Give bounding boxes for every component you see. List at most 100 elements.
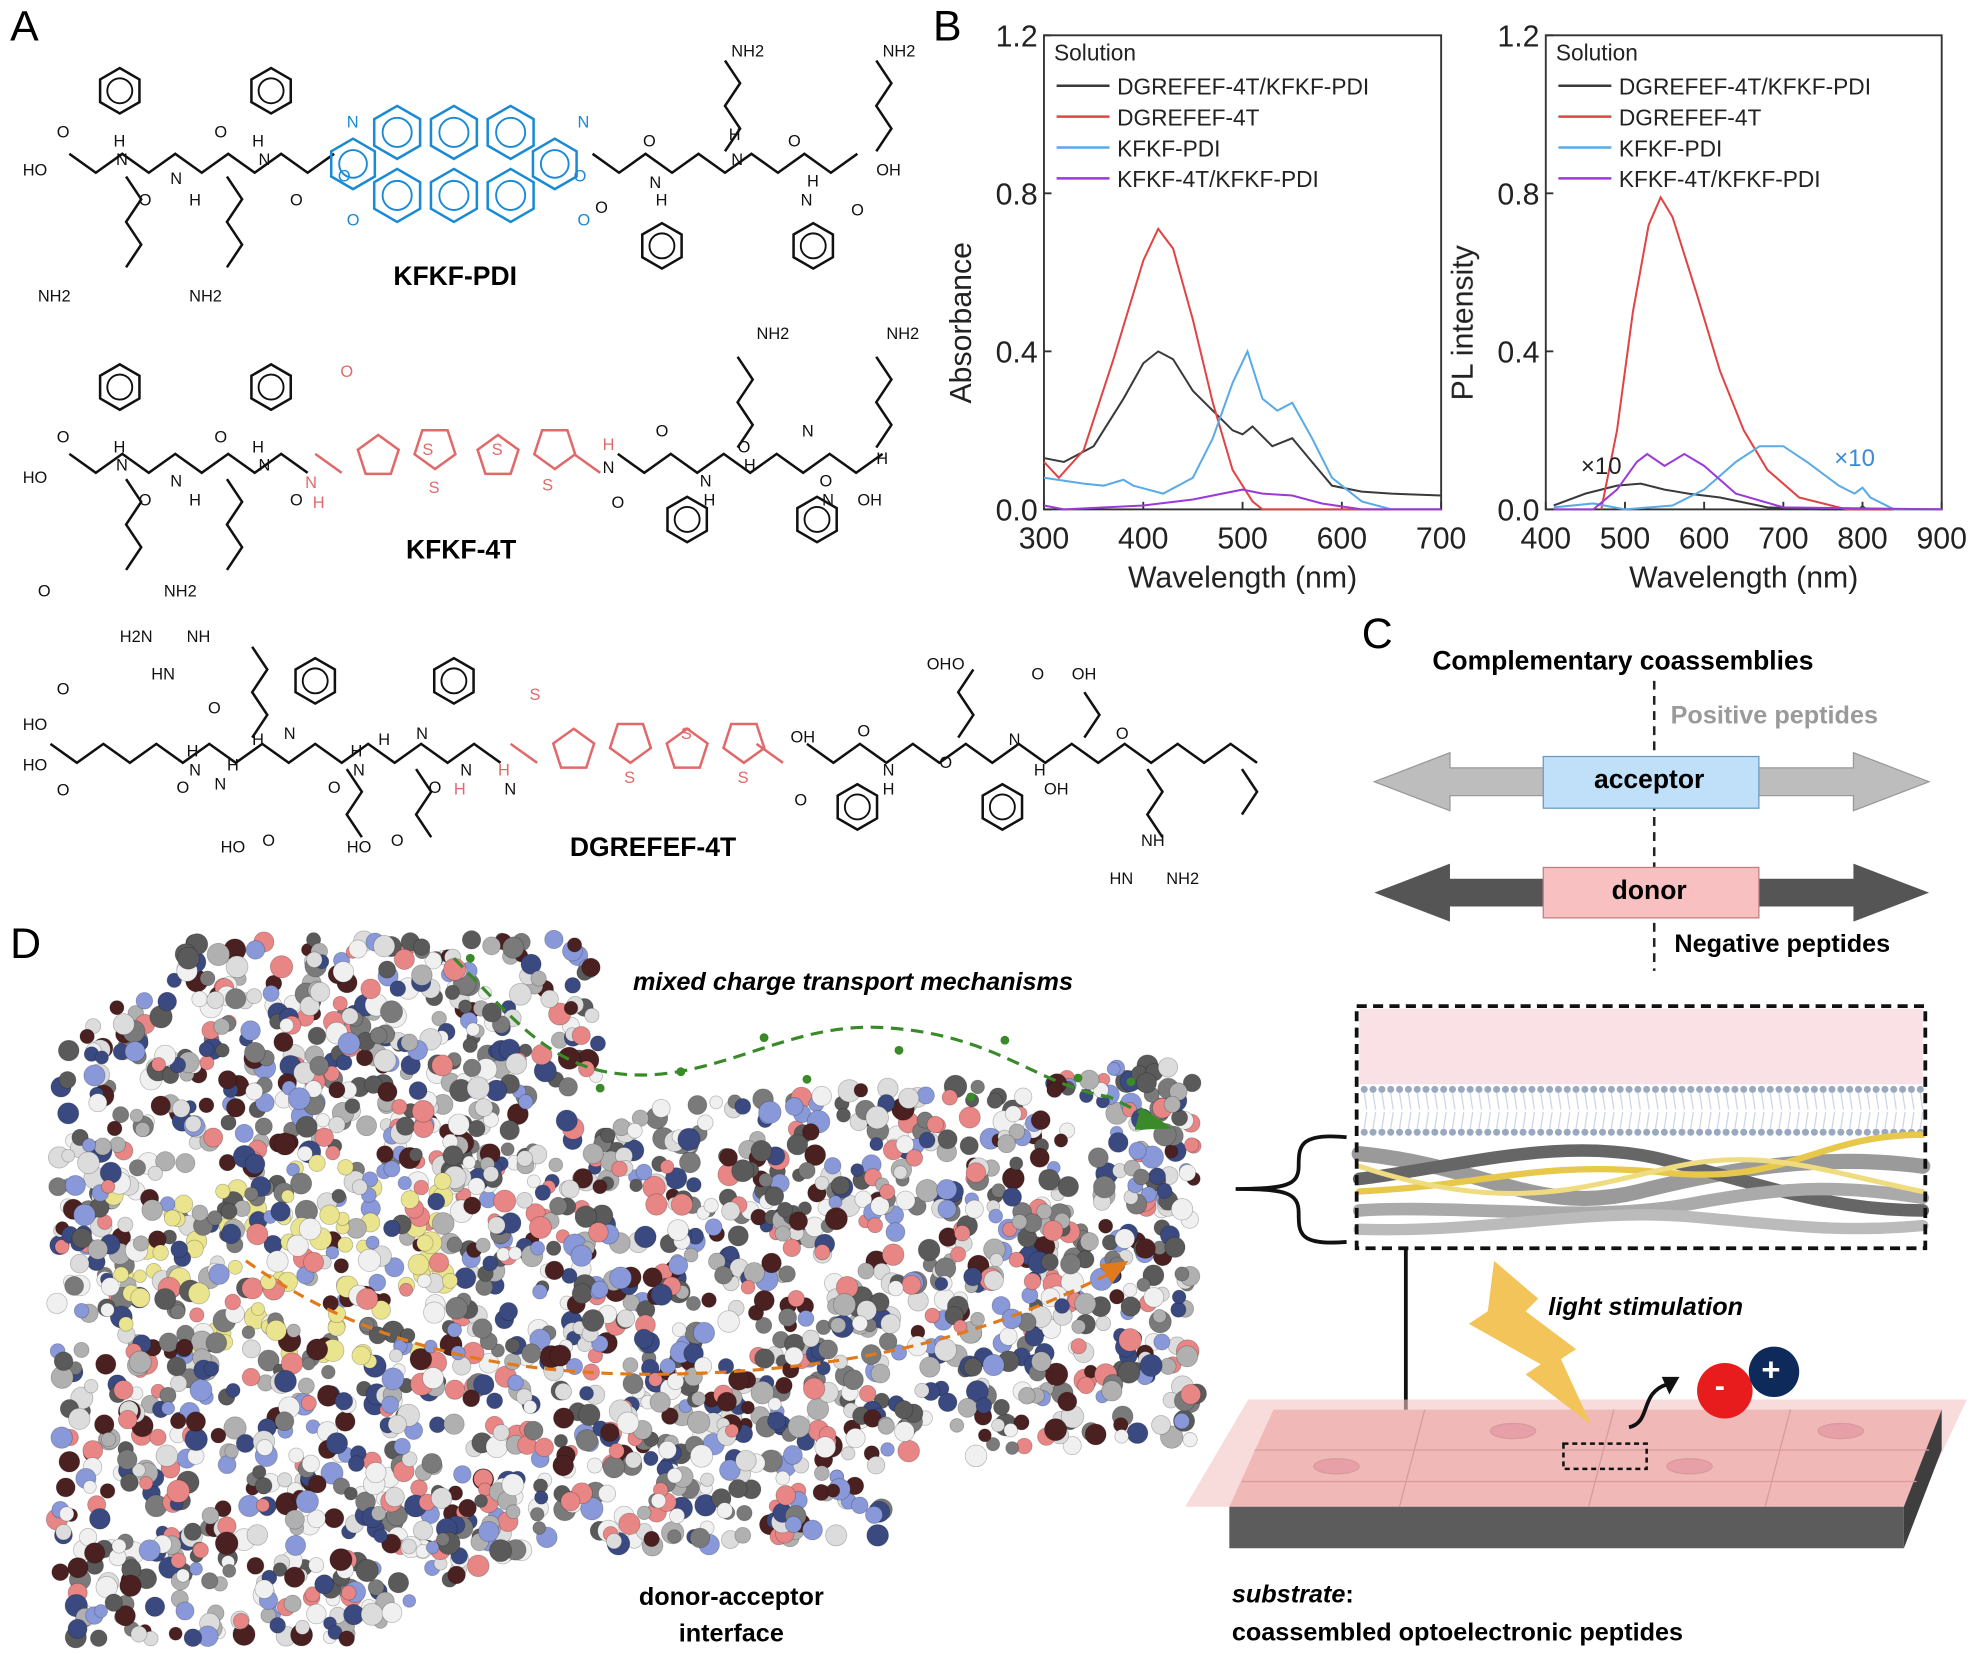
amide-linker (572, 452, 601, 474)
x-tick-label: 600 (1317, 522, 1367, 555)
brace-icon (1235, 1134, 1347, 1245)
atom-label: H (350, 741, 363, 761)
benzene-ring (981, 782, 1024, 832)
side-chain (124, 478, 143, 571)
molecule-name-kfkf-4t: KFKF-4T (405, 535, 517, 565)
side-chain (414, 768, 433, 838)
benzene-ring (432, 656, 475, 706)
atom-label: O (56, 427, 70, 447)
atom-label: O (37, 581, 51, 601)
thiophene-ring (476, 433, 520, 476)
highlight-box (1562, 1442, 1648, 1471)
pink-layer (1359, 1008, 1923, 1085)
benzene-ring (836, 782, 879, 832)
x-tick-label: 600 (1679, 522, 1729, 555)
atom-label: O (788, 131, 801, 151)
y-tick-label: 0.8 (1497, 179, 1539, 212)
plus-sign: + (1761, 1350, 1781, 1389)
minus-sign: - (1714, 1369, 1725, 1404)
donor-label: donor (1611, 876, 1687, 906)
atom-label: N (258, 455, 271, 475)
benzene-ring (250, 66, 293, 115)
substrate-label: substrate (1231, 1581, 1346, 1609)
atom-label: HN (1109, 868, 1134, 888)
acceptor-label: acceptor (1593, 765, 1705, 795)
interface-label-2: interface (678, 1620, 784, 1648)
atom-label: S (491, 440, 503, 459)
positive-peptides-label: Positive peptides (1670, 702, 1879, 731)
legend-label: KFKF-4T/KFKF-PDI (1619, 166, 1821, 192)
atom-label: N (170, 168, 183, 188)
x-tick-label: 700 (1758, 522, 1808, 555)
atom-label: O (1031, 664, 1045, 684)
panel-label-b: B (933, 2, 962, 51)
atom-label: O (340, 361, 354, 381)
series-line-kfkf-4t-kfkf-pdi (1553, 452, 1942, 511)
y-tick-label: 1.2 (996, 21, 1038, 54)
y-tick-label: 1.2 (1497, 21, 1539, 54)
x-tick-label: 400 (1118, 522, 1168, 555)
atom-label: HO (22, 160, 48, 180)
atom-label: HO (22, 714, 48, 734)
atom-label: N (416, 723, 428, 743)
atom-label: HO (346, 837, 372, 857)
series-line-dgrefef-4t (1600, 195, 1942, 511)
series-line-kfkf-pdi (1553, 445, 1942, 511)
atom-label: O (214, 122, 228, 142)
atom-label: H2N (119, 626, 153, 646)
atom-label: N (602, 457, 615, 477)
atom-label: NH2 (1166, 868, 1200, 888)
atom-label: O (794, 790, 808, 810)
atom-label: O (611, 492, 625, 512)
atom-label: S (737, 767, 749, 787)
chemical-structures (49, 59, 1259, 838)
light-stimulation-label: light stimulation (1548, 1293, 1744, 1322)
atom-label: O (56, 780, 70, 800)
atom-label: H (226, 755, 239, 775)
atom-label: O (577, 210, 591, 230)
atom-label: O (851, 200, 864, 220)
transport-dots (465, 953, 1136, 1102)
series-line-dgrefef-4t-kfkf-pdi (1553, 482, 1942, 511)
perylene-ring (372, 167, 422, 224)
perylene-ring (429, 104, 479, 161)
acceptor-box (1542, 755, 1760, 809)
y-axis-label: Absorbance (945, 242, 978, 403)
atom-label: O (595, 197, 608, 217)
x-axis-label: Wavelength (nm) (1629, 562, 1858, 595)
x-axis-label: Wavelength (nm) (1128, 562, 1357, 595)
atom-label: H (728, 124, 741, 144)
legend-label: DGREFEF-4T/KFKF-PDI (1619, 74, 1871, 100)
atom-label: NH2 (886, 324, 920, 343)
emission-arrow (1628, 1382, 1668, 1430)
series-line-dgrefef-4t-kfkf-pdi (1043, 350, 1442, 497)
atom-label: H (189, 490, 201, 510)
atom-label: O (289, 190, 303, 210)
side-chain (1145, 768, 1165, 838)
benzene-ring (98, 362, 141, 412)
side-chain (124, 175, 143, 268)
atom-label: O (428, 777, 442, 797)
atom-label: NH2 (189, 286, 222, 306)
atom-label: N (1008, 730, 1021, 749)
series-line-kfkf-pdi (1043, 348, 1442, 511)
atom-label: HO (220, 837, 246, 857)
scale-annotation: ×10 (1581, 453, 1622, 480)
atom-label: S (680, 723, 692, 743)
atom-label: H (378, 730, 391, 749)
atom-label: OH (1043, 779, 1069, 799)
benzene-ring (792, 221, 835, 271)
atom-label: O (819, 471, 833, 491)
x-tick-label: 700 (1416, 522, 1466, 555)
atom-label: O (208, 698, 221, 718)
atom-label: O (289, 490, 303, 510)
atom-label: O (56, 122, 70, 142)
side-chain (874, 59, 893, 153)
thiophene-ring (665, 727, 710, 769)
x-tick-label: 300 (1019, 522, 1069, 555)
backbone (617, 452, 884, 475)
atom-label: N (460, 760, 473, 780)
substrate-side (1903, 1409, 1942, 1549)
